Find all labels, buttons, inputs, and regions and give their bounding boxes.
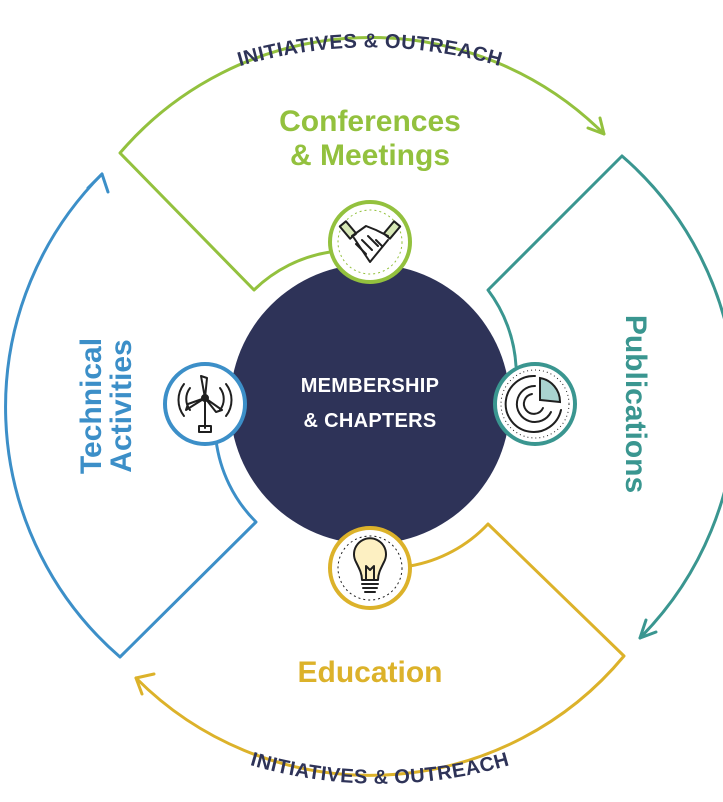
education-label: Education xyxy=(297,656,442,689)
lightbulb-icon xyxy=(328,526,412,610)
top-arc-label: INITIATIVES & OUTREACH xyxy=(235,30,505,71)
handshake-icon xyxy=(328,200,412,284)
technical-label-line1: Technical xyxy=(75,338,108,474)
conferences-label-line1: Conferences xyxy=(279,105,461,138)
publications-label: Publications xyxy=(619,315,652,493)
publications-segment xyxy=(486,154,723,640)
chart-icon xyxy=(493,362,577,446)
technical-label-line2: Activities xyxy=(105,339,138,472)
education-segment xyxy=(134,522,626,777)
conferences-segment xyxy=(118,35,606,292)
center-title-line2: & CHAPTERS xyxy=(303,410,436,432)
conferences-label-line2: & Meetings xyxy=(290,139,450,172)
wind-turbine-icon xyxy=(163,362,247,446)
technical-segment xyxy=(4,172,258,659)
center-title-line1: MEMBERSHIP xyxy=(301,375,440,397)
bottom-arc-label: INITIATIVES & OUTREACH xyxy=(248,749,511,789)
center-circle xyxy=(230,264,510,544)
